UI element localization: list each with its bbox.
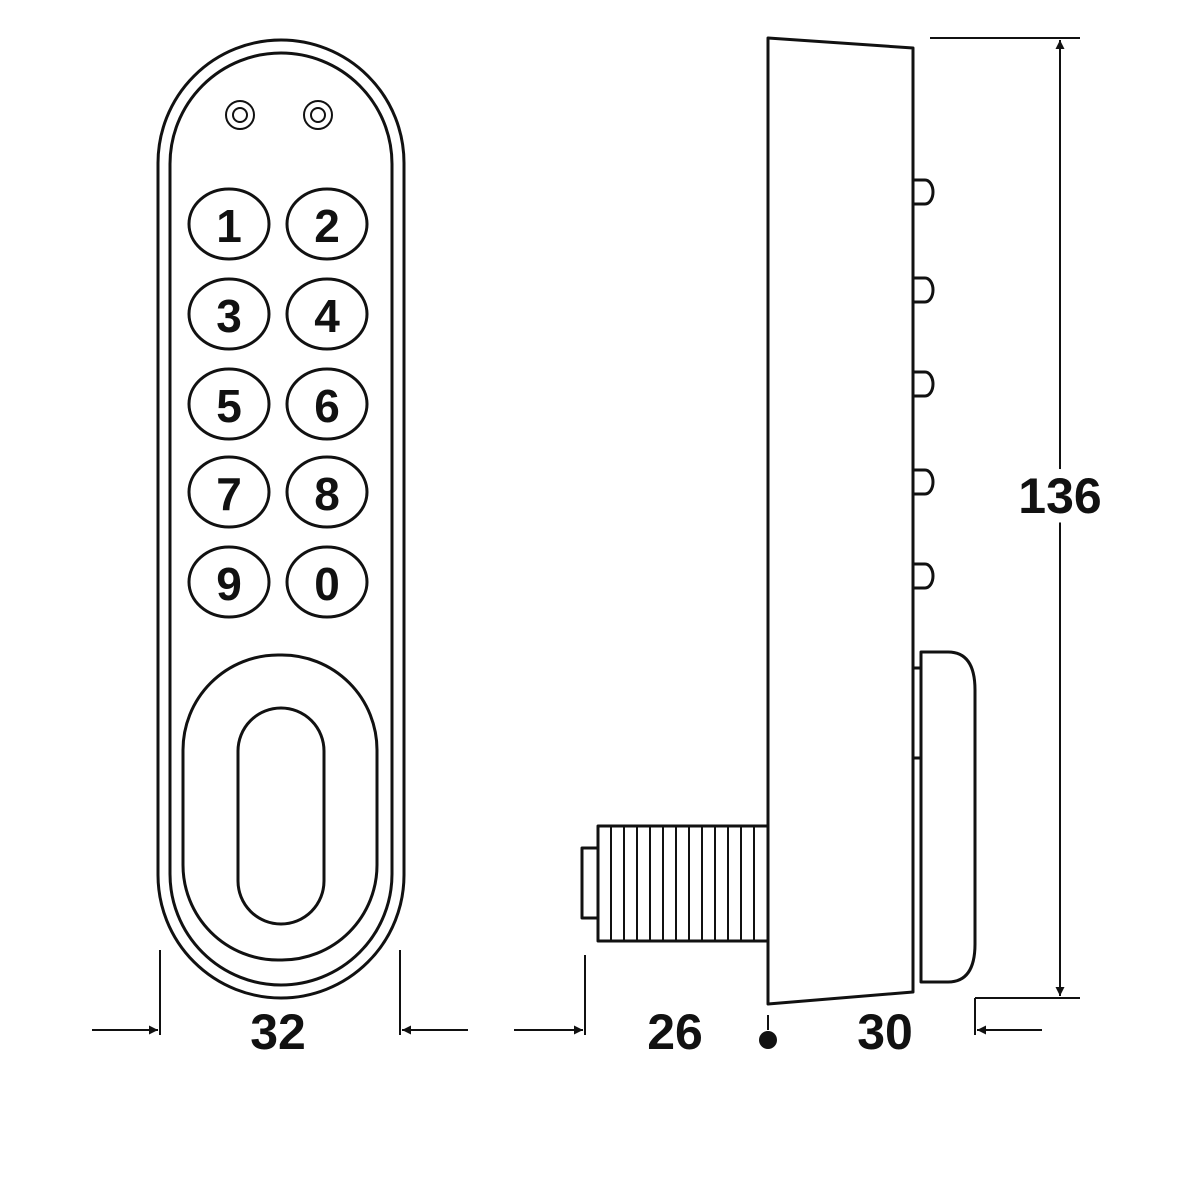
key-button[interactable]: 7: [187, 455, 271, 529]
key-label: 2: [314, 200, 340, 252]
handle-knob[interactable]: [181, 653, 379, 962]
key-button[interactable]: 6: [285, 367, 369, 441]
key-label: 9: [216, 558, 242, 610]
key-label: 0: [314, 558, 340, 610]
key-label: 8: [314, 468, 340, 520]
front-outer-housing: [156, 38, 406, 1000]
led-indicator-right: [303, 100, 333, 130]
key-button[interactable]: 8: [285, 455, 369, 529]
key-button[interactable]: 5: [187, 367, 271, 441]
key-button[interactable]: 0: [285, 545, 369, 619]
front-view: 1 2 3 4 5 6 7: [156, 38, 406, 1000]
side-knob: [911, 650, 977, 984]
key-button[interactable]: 9: [187, 545, 271, 619]
key-label: 1: [216, 200, 242, 252]
side-housing: [766, 36, 915, 1006]
key-button[interactable]: 1: [187, 187, 271, 261]
key-label: 3: [216, 290, 242, 342]
key-button[interactable]: 3: [187, 277, 271, 351]
dimension-depth-body: 30: [857, 1004, 913, 1060]
dimension-lines: [92, 37, 1080, 1035]
dimension-depth-cam: 26: [647, 1004, 703, 1060]
key-button[interactable]: 4: [285, 277, 369, 351]
key-label: 7: [216, 468, 242, 520]
key-label: 5: [216, 380, 242, 432]
side-view: [580, 36, 977, 1006]
key-label: 6: [314, 380, 340, 432]
datum-dot: [759, 1031, 777, 1049]
dimension-front-width: 32: [250, 1004, 306, 1060]
front-inner-faceplate: [168, 51, 394, 987]
key-label: 4: [314, 290, 340, 342]
keypad: 1 2 3 4 5 6 7: [187, 187, 369, 619]
cam-cylinder: [580, 824, 770, 943]
led-indicator-left: [225, 100, 255, 130]
dimension-height: 136: [1018, 468, 1101, 524]
side-keys: [911, 178, 935, 590]
key-button[interactable]: 2: [285, 187, 369, 261]
